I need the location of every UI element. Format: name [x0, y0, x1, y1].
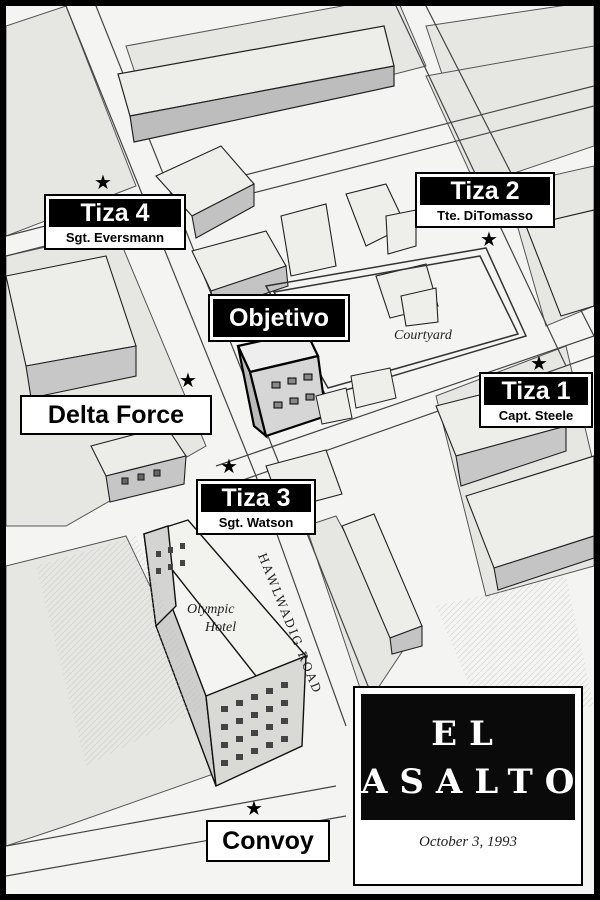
star-icon-tiza1: ★	[530, 351, 548, 375]
star-icon-tiza3: ★	[220, 454, 238, 478]
hotel-label-line2: Hotel	[205, 620, 237, 635]
tiza3-subtitle: Sgt. Watson	[218, 515, 294, 530]
title-line-2: ASALTO	[361, 762, 587, 802]
tiza1-subtitle: Capt. Steele	[498, 408, 574, 423]
star-icon-tiza4: ★	[94, 170, 112, 194]
map-canvas: Courtyard Olympic Hotel HAWLWADIG ROAD ★…	[6, 6, 594, 894]
title-line-1: EL	[431, 714, 505, 754]
tiza2-title: Tiza 2	[420, 177, 550, 205]
tiza4-label: Tiza 4 Sgt. Eversmann	[44, 194, 186, 250]
hotel-label-line1: Olympic	[187, 602, 235, 617]
tiza2-subtitle: Tte. DiTomasso	[437, 208, 533, 223]
convoy-label: Convoy	[206, 820, 330, 862]
tiza1-label: Tiza 1 Capt. Steele	[479, 372, 593, 428]
tiza3-title: Tiza 3	[201, 484, 311, 512]
objetivo-label: Objetivo	[208, 294, 350, 342]
title-banner: EL ASALTO	[361, 694, 575, 820]
tiza4-title: Tiza 4	[49, 199, 181, 227]
star-icon-convoy: ★	[245, 796, 263, 820]
tiza3-label: Tiza 3 Sgt. Watson	[196, 479, 316, 535]
tiza2-label: Tiza 2 Tte. DiTomasso	[415, 172, 555, 228]
title-panel: EL ASALTO October 3, 1993	[353, 686, 583, 886]
star-icon-delta: ★	[179, 368, 197, 392]
delta-force-label: Delta Force	[20, 395, 212, 435]
date-label: October 3, 1993	[419, 834, 517, 850]
tiza4-subtitle: Sgt. Eversmann	[65, 230, 165, 245]
courtyard-label: Courtyard	[394, 328, 452, 343]
tiza1-title: Tiza 1	[484, 377, 588, 405]
star-icon-tiza2: ★	[480, 227, 498, 251]
